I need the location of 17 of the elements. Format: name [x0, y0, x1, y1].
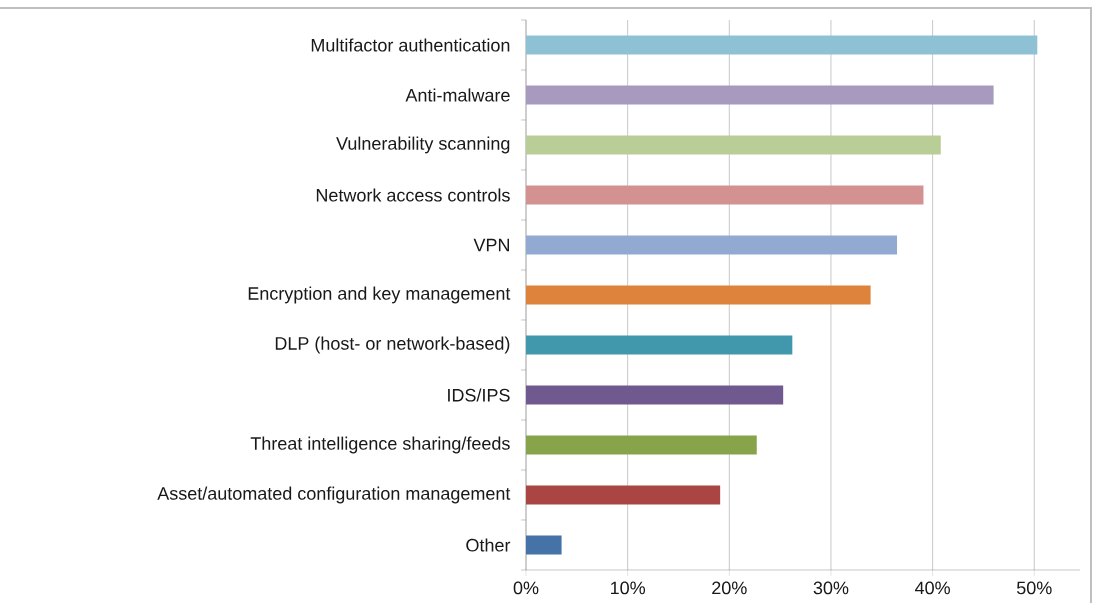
tick-label: 10%	[611, 581, 646, 595]
category-label: VPN	[473, 238, 509, 252]
category-label: Other	[466, 538, 511, 552]
category-label: Asset/automated configuration management	[157, 486, 511, 504]
category-label: DLP (host- or network-based)	[275, 336, 510, 354]
category-label: Threat intelligence sharing/feeds	[250, 436, 510, 454]
tick-label: 20%	[712, 581, 747, 595]
category-label: Vulnerability scanning	[336, 136, 510, 154]
category-label: Encryption and key management	[248, 286, 511, 304]
tick-label: 0%	[513, 581, 539, 595]
tick-label: 40%	[915, 581, 950, 595]
category-label: IDS/IPS	[448, 388, 510, 402]
tick-label: 50%	[1016, 581, 1052, 595]
category-label: Anti-malware	[405, 88, 510, 102]
category-label: Multifactor authentication	[311, 38, 510, 52]
category-label: Network access controls	[316, 188, 510, 202]
tick-label: 30%	[813, 581, 849, 595]
